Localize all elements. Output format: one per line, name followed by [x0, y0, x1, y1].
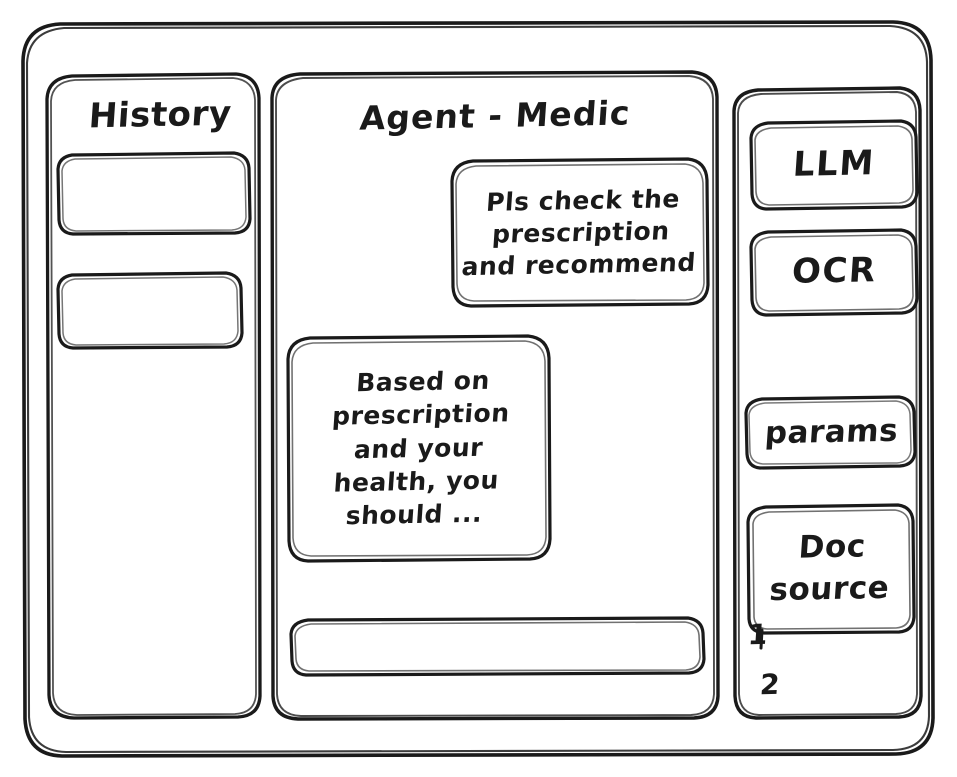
- tools-panel: [734, 88, 920, 718]
- history-item-2[interactable]: [58, 272, 240, 348]
- message-input[interactable]: [292, 617, 702, 674]
- history-item-1[interactable]: [58, 152, 248, 234]
